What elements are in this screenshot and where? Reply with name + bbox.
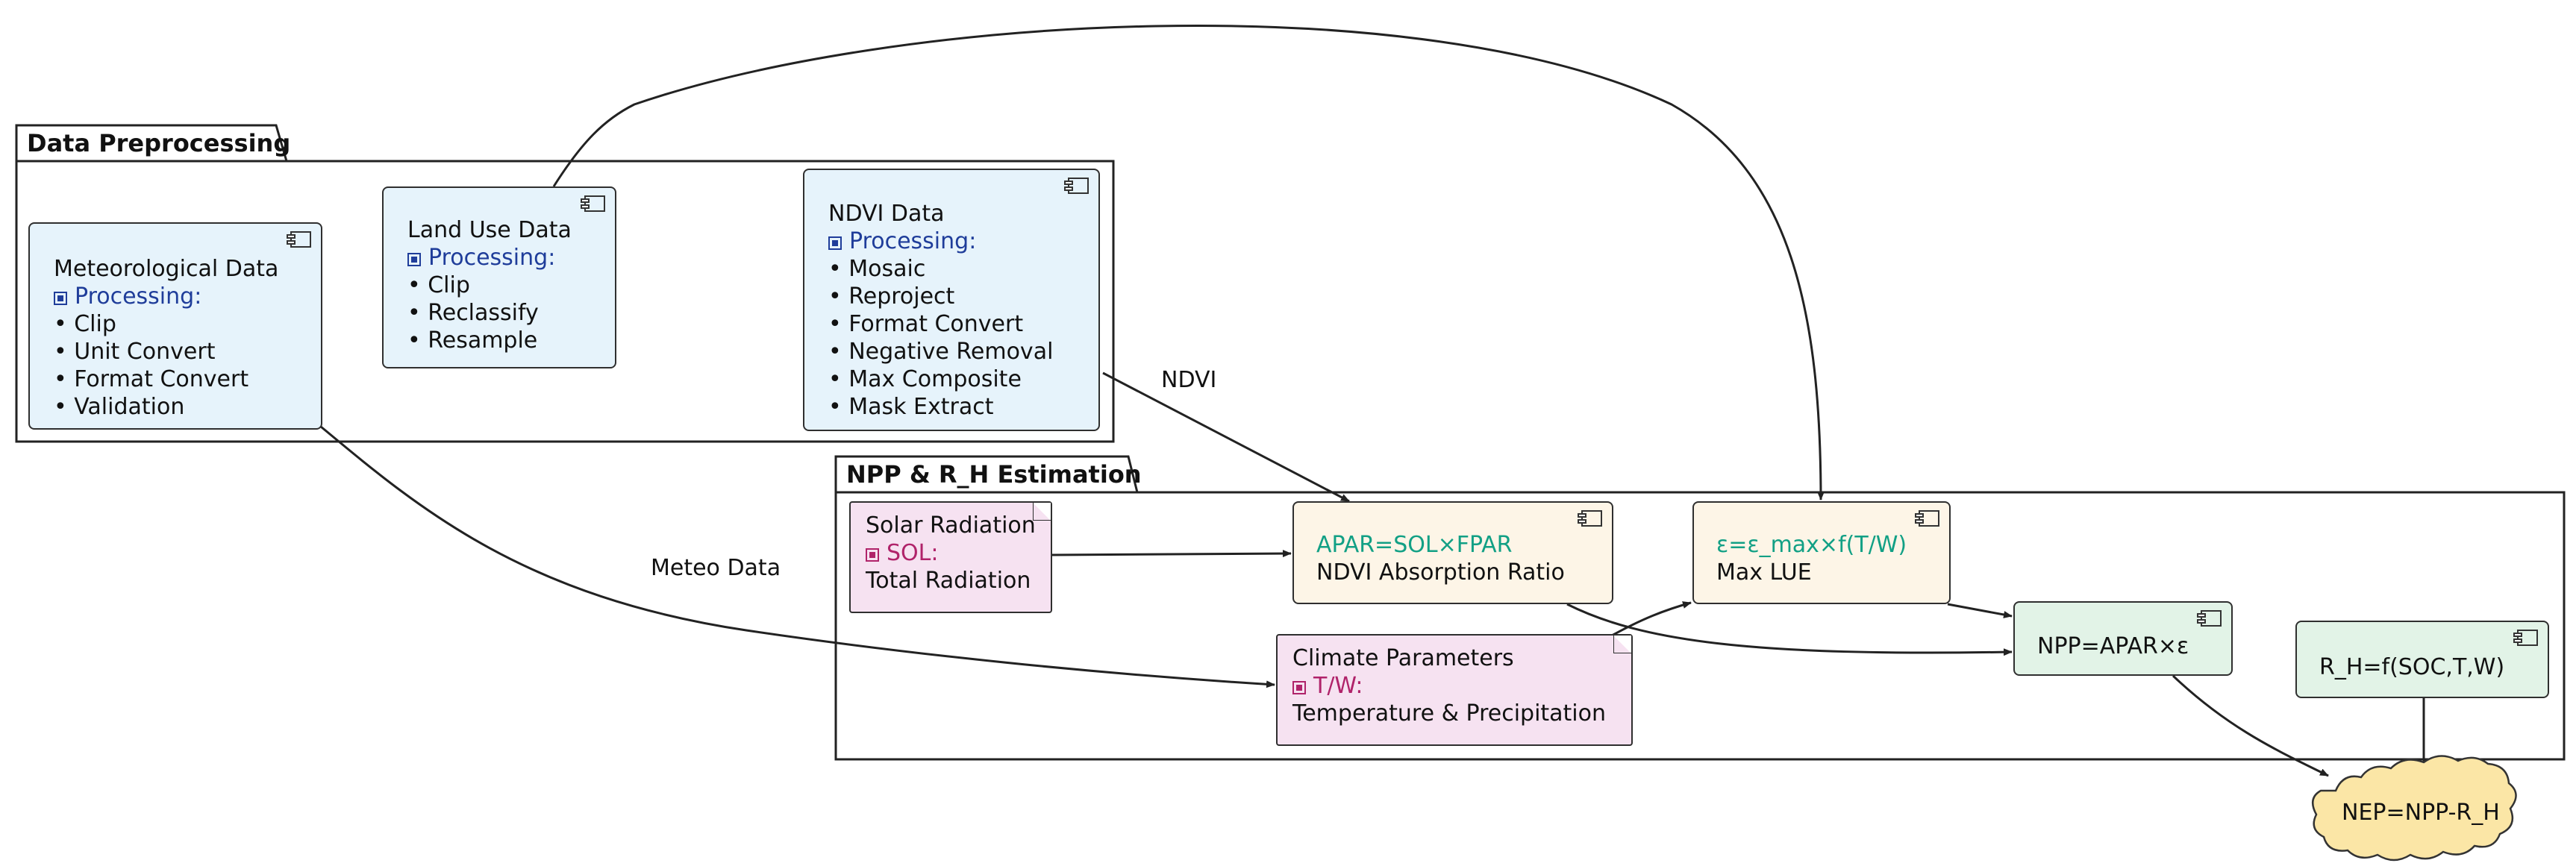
land-use-processing-label: Processing: — [407, 244, 598, 272]
land-use-step: Reclassify — [407, 299, 598, 327]
package-npp-rh-frame — [834, 455, 2566, 761]
npp-label: NPP=APAR×ε — [2037, 633, 2189, 659]
solar-radiation-note[interactable]: Solar Radiation SOL: Total Radiation — [849, 501, 1052, 613]
ndvi-data-title: NDVI Data — [828, 201, 945, 227]
land-use-data-component[interactable]: Land Use Data Processing: Clip Reclassif… — [382, 186, 616, 368]
meteorological-step: Clip — [54, 310, 304, 338]
processing-square-icon — [407, 253, 421, 266]
processing-square-icon — [54, 292, 67, 305]
edge-label-ndvi: NDVI — [1161, 367, 1217, 393]
component-icon — [2513, 630, 2538, 646]
edge-npp-to-nep — [2172, 674, 2329, 777]
apar-description: NDVI Absorption Ratio — [1316, 559, 1565, 586]
tag-square-icon — [1292, 681, 1306, 694]
nep-cloud-shape — [2311, 755, 2517, 862]
edge-solar-to-apar — [1051, 550, 1292, 558]
solar-radiation-tag: SOL: — [866, 539, 1037, 567]
component-icon — [287, 231, 311, 248]
lue-formula: ε=ε_max×f(T/W) — [1716, 532, 1907, 558]
component-icon — [2197, 610, 2222, 627]
edge-meteo-to-climate — [320, 425, 1275, 688]
meteorological-step: Validation — [54, 393, 304, 421]
note-fold-icon — [1613, 636, 1631, 653]
max-lue-component[interactable]: ε=ε_max×f(T/W) Max LUE — [1692, 501, 1951, 604]
component-icon — [1064, 178, 1089, 194]
meteorological-processing-label: Processing: — [54, 283, 304, 310]
meteorological-data-title: Meteorological Data — [54, 256, 279, 282]
ndvi-step: Mosaic — [828, 255, 1082, 283]
rh-component[interactable]: R_H=f(SOC,T,W) — [2295, 621, 2549, 698]
lue-description: Max LUE — [1716, 559, 1812, 586]
tag-square-icon — [866, 548, 879, 562]
meteorological-data-component[interactable]: Meteorological Data Processing: Clip Uni… — [28, 222, 322, 430]
edge-landuse-to-lue — [552, 24, 1825, 501]
ndvi-processing-label: Processing: — [828, 228, 1082, 255]
solar-radiation-title: Solar Radiation — [866, 512, 1036, 539]
meteorological-step: Format Convert — [54, 365, 304, 393]
rh-label: R_H=f(SOC,T,W) — [2319, 654, 2505, 680]
edge-climate-to-lue — [1611, 601, 1692, 637]
component-icon — [1578, 510, 1602, 527]
apar-component[interactable]: APAR=SOL×FPAR NDVI Absorption Ratio — [1292, 501, 1613, 604]
component-icon — [1915, 510, 1939, 527]
meteorological-step: Unit Convert — [54, 338, 304, 365]
land-use-step: Clip — [407, 272, 598, 299]
edge-ndvi-to-apar — [1102, 371, 1350, 503]
ndvi-step: Mask Extract — [828, 393, 1082, 421]
nep-label: NEP=NPP-R_H — [2342, 800, 2500, 826]
note-fold-icon — [1033, 503, 1051, 521]
land-use-data-title: Land Use Data — [407, 217, 572, 243]
climate-parameters-note[interactable]: Climate Parameters T/W: Temperature & Pr… — [1276, 634, 1633, 746]
edge-label-meteo-data: Meteo Data — [651, 555, 781, 581]
solar-radiation-desc: Total Radiation — [866, 568, 1031, 594]
ndvi-step: Format Convert — [828, 310, 1082, 338]
ndvi-data-component[interactable]: NDVI Data Processing: Mosaic Reproject F… — [803, 169, 1100, 431]
processing-square-icon — [828, 236, 842, 250]
package-title-npp-rh-estimation: NPP & R_H Estimation — [846, 460, 1142, 489]
edge-lue-to-npp — [1947, 603, 2013, 618]
ndvi-step: Max Composite — [828, 365, 1082, 393]
edge-apar-to-npp — [1566, 603, 2013, 656]
apar-formula: APAR=SOL×FPAR — [1316, 532, 1513, 558]
ndvi-step: Negative Removal — [828, 338, 1082, 365]
npp-component[interactable]: NPP=APAR×ε — [2013, 601, 2233, 676]
climate-parameters-title: Climate Parameters — [1292, 645, 1514, 671]
ndvi-step: Reproject — [828, 283, 1082, 310]
package-title-data-preprocessing: Data Preprocessing — [27, 129, 291, 157]
package-data-preprocessing-frame — [15, 124, 1115, 443]
climate-parameters-tag: T/W: — [1292, 672, 1618, 700]
climate-parameters-desc: Temperature & Precipitation — [1292, 700, 1607, 727]
land-use-step: Resample — [407, 327, 598, 354]
component-icon — [581, 195, 605, 212]
